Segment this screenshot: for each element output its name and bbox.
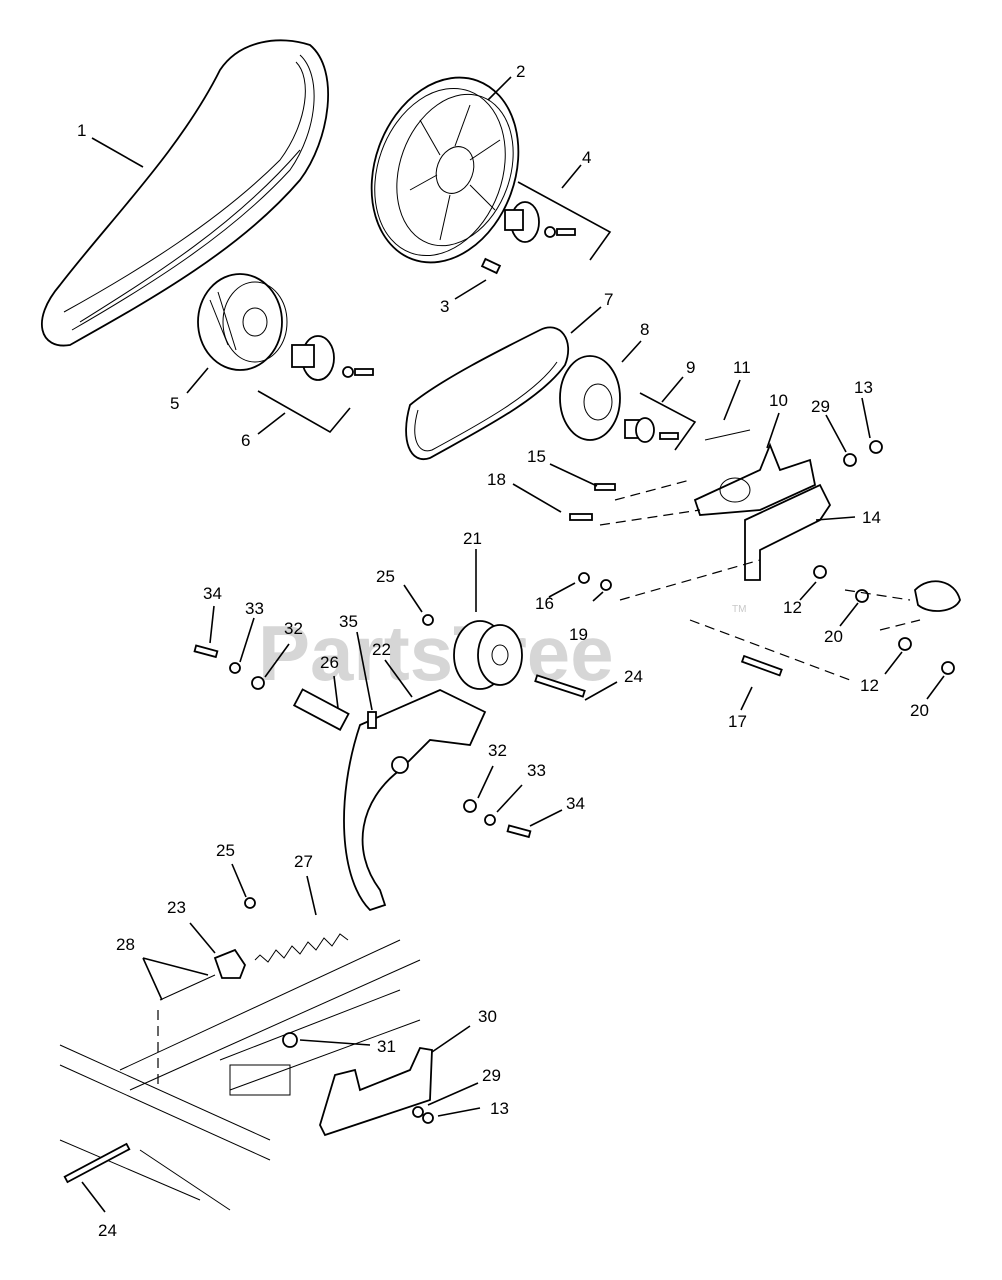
part-28-fitting — [159, 974, 216, 1001]
callout-26: 26 — [320, 653, 339, 672]
part-34-bolt-2 — [506, 824, 532, 839]
callout-4: 4 — [582, 148, 591, 167]
part-20-nut-2 — [941, 661, 955, 675]
callout-8: 8 — [640, 320, 649, 339]
callout-21: 21 — [463, 529, 482, 548]
part-9-hub — [624, 417, 679, 443]
part-5-small-pulley — [197, 273, 288, 371]
callout-31: 31 — [377, 1037, 396, 1056]
leader-lines — [81, 76, 945, 1213]
callout-20b: 20 — [910, 701, 929, 720]
callout-33b: 33 — [527, 761, 546, 780]
callout-35: 35 — [339, 612, 358, 631]
part-27-spring — [254, 933, 349, 963]
part-13-nut-2 — [422, 1112, 434, 1124]
part-12-washer-2 — [898, 637, 912, 651]
callout-5: 5 — [170, 394, 179, 413]
part-21-idler-pulley — [453, 620, 523, 690]
part-33-lockwasher — [229, 662, 241, 674]
callout-17: 17 — [728, 712, 747, 731]
part-16-nut — [578, 572, 590, 584]
part-29-washer — [843, 453, 857, 467]
part-22-idler-arm — [343, 689, 487, 912]
part-12-washer — [813, 565, 827, 579]
callout-6: 6 — [241, 431, 250, 450]
callout-13a: 13 — [854, 378, 873, 397]
callout-19: 19 — [569, 625, 588, 644]
part-7-small-belt — [405, 326, 570, 461]
callout-3: 3 — [440, 297, 449, 316]
part-23-bracket — [213, 948, 247, 979]
part-34-bolt — [193, 644, 219, 659]
callout-15: 15 — [527, 447, 546, 466]
callout-2: 2 — [516, 62, 525, 81]
engine-shaft-end — [914, 580, 961, 612]
callout-32b: 32 — [488, 741, 507, 760]
part-3-key — [480, 257, 502, 275]
part-18-bolt — [569, 513, 593, 521]
callout-29b: 29 — [482, 1066, 501, 1085]
part-25-nut — [422, 614, 434, 626]
part-24-bolt — [534, 674, 586, 698]
part-15-bolt — [594, 483, 616, 491]
callout-27: 27 — [294, 852, 313, 871]
part-19-washer — [600, 579, 612, 591]
callout-22: 22 — [372, 640, 391, 659]
callout-7: 7 — [604, 290, 613, 309]
part-31-fitting — [282, 1032, 298, 1048]
callout-32a: 32 — [284, 619, 303, 638]
part-1-belt — [41, 39, 329, 347]
part-6-hub — [291, 335, 374, 381]
callout-23: 23 — [167, 898, 186, 917]
part-33-lockwasher-2 — [484, 814, 496, 826]
callout-34b: 34 — [566, 794, 585, 813]
mower-frame — [59, 939, 421, 1211]
part-32-washer — [251, 676, 265, 690]
callout-1: 1 — [77, 121, 86, 140]
callout-29a: 29 — [811, 397, 830, 416]
callout-12a: 12 — [783, 598, 802, 617]
part-4-hub — [504, 201, 576, 243]
part-20-nut — [855, 589, 869, 603]
callout-18: 18 — [487, 470, 506, 489]
callout-9: 9 — [686, 358, 695, 377]
part-11-bolt — [704, 429, 751, 441]
callout-14: 14 — [862, 508, 881, 527]
callout-33a: 33 — [245, 599, 264, 618]
callout-28: 28 — [116, 935, 135, 954]
part-13-nut — [869, 440, 883, 454]
part-30-adjust-plate — [319, 1046, 433, 1137]
part-8-pulley — [559, 355, 621, 441]
part-10-bracket — [693, 442, 832, 581]
callout-25b: 25 — [216, 841, 235, 860]
callout-20a: 20 — [824, 627, 843, 646]
trademark: TM — [732, 604, 746, 615]
part-26-spacer — [292, 688, 350, 731]
part-25-nut-2 — [244, 897, 256, 909]
callout-24b: 24 — [98, 1221, 117, 1240]
callout-12b: 12 — [860, 676, 879, 695]
callout-16: 16 — [535, 594, 554, 613]
callout-10: 10 — [769, 391, 788, 410]
callout-13b: 13 — [490, 1099, 509, 1118]
callout-30: 30 — [478, 1007, 497, 1026]
part-17-bolt — [740, 654, 783, 677]
part-2-large-pulley — [370, 76, 520, 264]
callout-24a: 24 — [624, 667, 643, 686]
callout-11: 11 — [733, 358, 751, 377]
callout-34a: 34 — [203, 584, 222, 603]
part-29-washer-2 — [412, 1106, 424, 1118]
part-32-washer-2 — [463, 799, 477, 813]
part-24-bolt-2 — [63, 1142, 131, 1184]
part-35-fitting — [367, 711, 377, 729]
callout-25a: 25 — [376, 567, 395, 586]
